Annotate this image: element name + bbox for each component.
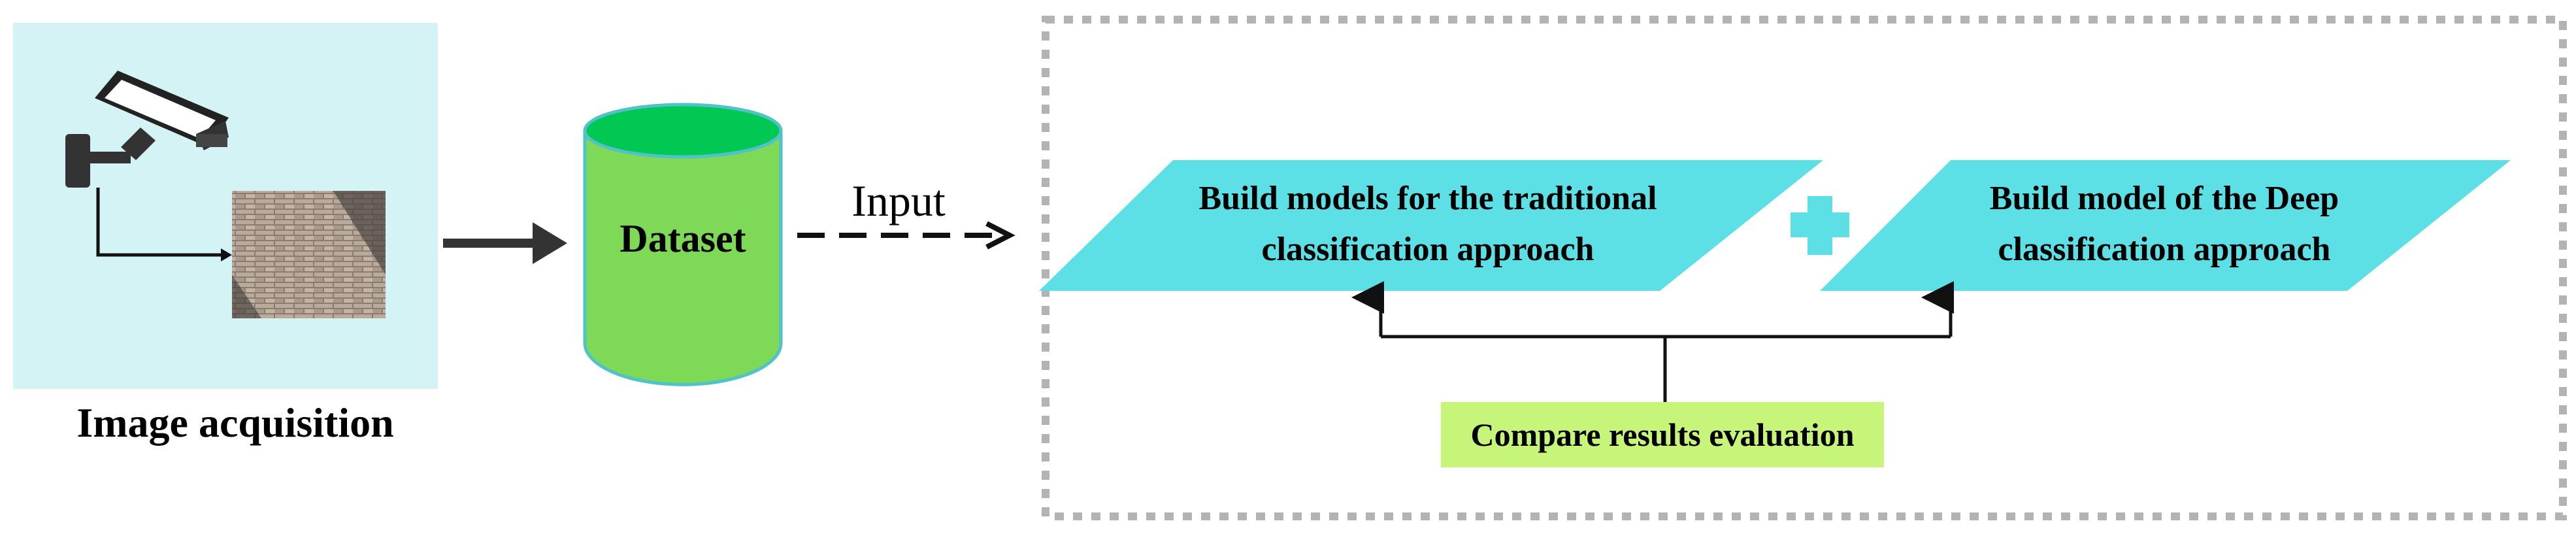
input-label: Input (851, 176, 946, 226)
deep-model-box: Build model of the Deep classification a… (1820, 160, 2511, 291)
camera-to-photo-arrowhead (221, 248, 232, 261)
input-arrow: Input (797, 176, 1016, 250)
compare-results-label: Compare results evaluation (1470, 416, 1854, 453)
traditional-box-line2: classification approach (1262, 231, 1594, 268)
image-acquisition-panel: Image acquisition (13, 23, 438, 446)
cctv-camera-icon (65, 71, 229, 188)
camera-to-photo-line (96, 188, 221, 257)
brick-wall-photo (232, 191, 386, 318)
image-acquisition-label: Image acquisition (76, 399, 393, 446)
traditional-box-line1: Build models for the traditional (1198, 180, 1657, 217)
compare-connectors (1351, 281, 1954, 402)
traditional-model-box: Build models for the traditional classif… (1039, 160, 1823, 291)
modeling-container (1042, 16, 2567, 520)
acquisition-to-dataset-arrow (443, 222, 567, 264)
dataset-cylinder-top (583, 103, 783, 159)
deep-box-line2: classification approach (1998, 231, 2331, 268)
plus-sign-icon (1791, 196, 1849, 255)
dataset-label: Dataset (619, 217, 746, 260)
compare-results-box: Compare results evaluation (1441, 402, 1884, 467)
deep-box-line1: Build model of the Deep (1990, 180, 2339, 217)
dataset-cylinder: Dataset (583, 103, 783, 386)
